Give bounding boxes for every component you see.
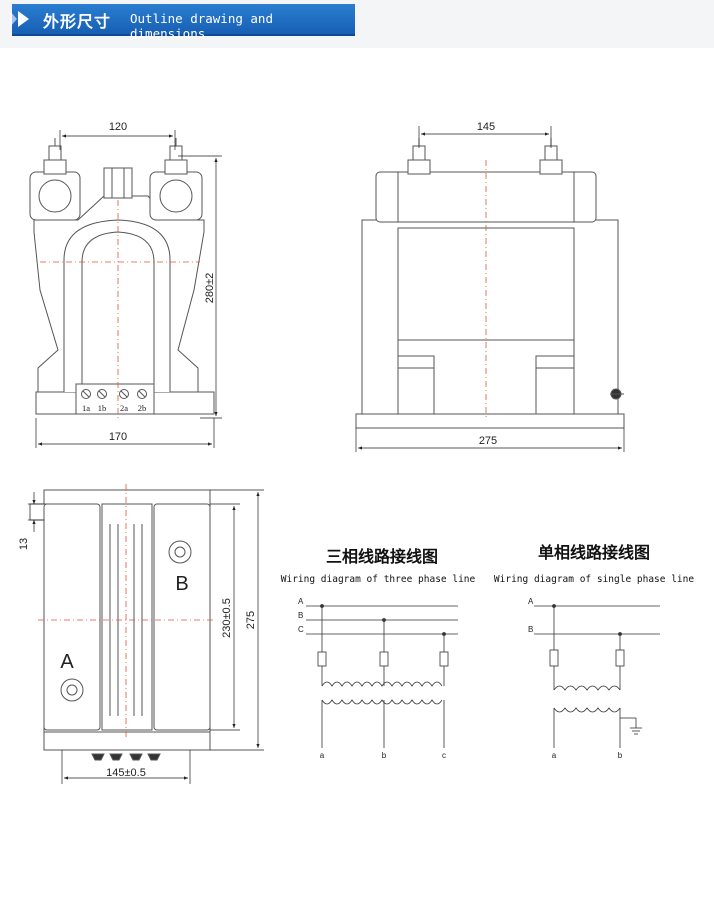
- side-view: [355, 138, 625, 429]
- single-phase-out-a: a: [552, 751, 557, 760]
- top-dim-inner: 230±0.5: [221, 598, 233, 638]
- terminal-screws: [81, 389, 147, 399]
- three-phase-out-a: a: [320, 751, 325, 760]
- top-view: [29, 489, 211, 761]
- single-phase-diagram: [534, 604, 660, 748]
- top-terminals: [91, 753, 161, 761]
- three-phase-diagram: [306, 604, 458, 748]
- three-phase-title-cn: 三相线路接线图: [326, 547, 438, 566]
- arrow-icon: [10, 11, 29, 27]
- front-view: [29, 138, 215, 415]
- single-phase-line-a: A: [528, 597, 534, 606]
- three-phase-title-en: Wiring diagram of three phase line: [281, 574, 476, 585]
- header-title-cn: 外形尺寸: [43, 12, 112, 31]
- three-phase-out-c: c: [442, 751, 446, 760]
- side-dims: [355, 126, 625, 452]
- terminal-label: 1b: [98, 403, 107, 413]
- front-dim-top: 120: [109, 121, 127, 133]
- three-phase-line-b: B: [298, 611, 303, 620]
- three-phase-line-a: A: [298, 597, 304, 606]
- section-header: 外形尺寸 Outline drawing and dimensions: [10, 4, 355, 41]
- terminal-label: 2b: [138, 403, 147, 413]
- top-centerlines: [38, 484, 216, 740]
- top-dims: [28, 489, 264, 784]
- terminal-a-label: A: [60, 651, 74, 673]
- front-dim-height: 280±2: [204, 273, 216, 304]
- front-dims: [35, 130, 222, 448]
- single-phase-line-b: B: [528, 625, 533, 634]
- top-dim-bottom: 145±0.5: [106, 767, 146, 779]
- side-dim-top: 145: [477, 121, 495, 133]
- top-dim-outer: 275: [245, 611, 257, 629]
- single-phase-out-b: b: [618, 751, 623, 760]
- side-dim-bottom: 275: [479, 435, 497, 447]
- header-title-en: Outline drawing and dimensions: [130, 11, 273, 41]
- terminal-b-label: B: [175, 573, 188, 595]
- three-phase-line-c: C: [298, 625, 304, 634]
- single-phase-title-en: Wiring diagram of single phase line: [494, 574, 694, 585]
- terminal-label: 1a: [82, 403, 90, 413]
- three-phase-out-b: b: [382, 751, 387, 760]
- single-phase-title-cn: 单相线路接线图: [538, 543, 650, 562]
- front-dim-bottom: 170: [109, 431, 127, 443]
- terminal-label: 2a: [120, 403, 128, 413]
- front-centerlines: [40, 200, 200, 418]
- top-dim-offset: 13: [18, 538, 30, 550]
